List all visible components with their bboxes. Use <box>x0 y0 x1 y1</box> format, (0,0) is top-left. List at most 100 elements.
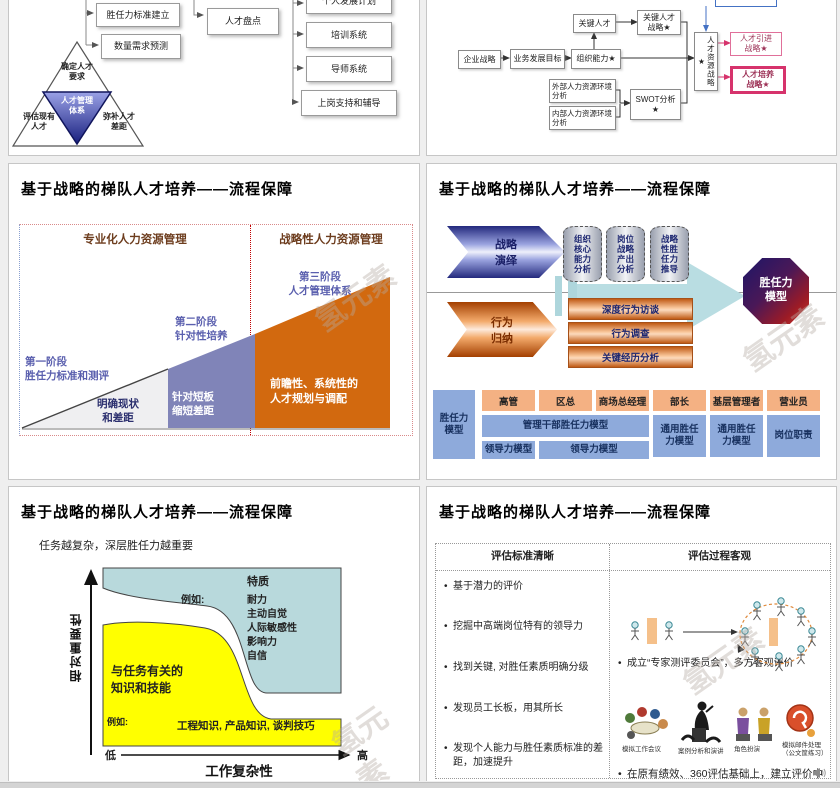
connector-lines <box>85 0 304 105</box>
orange-bar: 关键经历分析 <box>568 346 693 368</box>
column-header: 评估过程客观 <box>688 550 751 562</box>
slide-title: 基于战略的梯队人才培养——流程保障 <box>21 504 294 521</box>
slide-title: 基于战略的梯队人才培养——流程保障 <box>439 181 712 198</box>
knowledge-items: 工程知识, 产品知识, 谈判技巧 <box>177 720 315 732</box>
slide-thumbnail-2[interactable]: 企业战略 业务发展目标 组织能力★ 关键人才 关键人才 战略★ 外部人力资源环境… <box>426 0 837 156</box>
strategy-arrow: 战略 演绎 <box>447 226 565 278</box>
panel-header-left: 专业化人力资源管理 <box>83 234 187 246</box>
role-cell: 部长 <box>653 390 706 411</box>
roleplay-clipart-icon <box>736 707 772 741</box>
meeting-clipart-icon <box>625 707 668 739</box>
trait-title: 特质 <box>247 576 269 588</box>
model-cell: 通用胜任 力模型 <box>653 415 706 457</box>
header-divider <box>436 570 830 571</box>
flow-box: 关键人才 <box>573 14 616 33</box>
model-cell: 领导力模型 <box>482 441 535 459</box>
stage3-note: 前瞻性、系统性的 人才规划与调配 <box>270 378 358 406</box>
stage2-label: 第二阶段 针对性培养 <box>175 316 228 343</box>
x-axis-high-label: 高 <box>357 750 368 762</box>
flow-box: 人才盘点 <box>207 8 279 35</box>
talent-pyramid <box>11 40 145 147</box>
flow-box: 培训系统 <box>306 22 392 48</box>
pyramid-right-label: 弥补人才 差距 <box>103 112 135 132</box>
flow-box: 导师系统 <box>306 56 392 82</box>
y-axis-label: 相对重要性 <box>69 612 83 682</box>
model-cell: 领导力模型 <box>539 441 649 459</box>
model-row-label: 胜任力 模型 <box>433 390 475 459</box>
model-cell: 管理干部胜任力模型 <box>482 415 649 437</box>
role-cell: 区总 <box>539 390 592 411</box>
pyramid-left-label: 评估现有 人才 <box>23 112 55 132</box>
trait-item: 耐力 <box>247 595 267 606</box>
flow-box: 数量需求预测 <box>101 34 181 59</box>
orange-bar: 深度行为访谈 <box>568 298 693 320</box>
clipart-caption: 模拟工作会议 <box>622 746 661 753</box>
flow-box: SWOT分析 ★ <box>630 89 681 120</box>
cylinder-step: 组织 核心 能力 分析 <box>563 226 602 282</box>
big-teal-arrow <box>577 262 745 330</box>
x-axis-label: 工作复杂性 <box>205 764 273 779</box>
bullet-item: 基于潜力的评价 <box>444 580 611 594</box>
bullet-item: 发现个人能力与胜任素质标准的差距，加速提升 <box>444 742 613 769</box>
behavior-arrow: 行为 归纳 <box>447 302 557 357</box>
stage-chart-panel: 专业化人力资源管理 战略性人力资源管理 第一阶段 胜任力标准和测评 明确现状 和… <box>19 224 413 436</box>
flow-box-cutoff <box>715 0 777 7</box>
slide-thumbnail-5[interactable]: 基于战略的梯队人才培养——流程保障 任务越复杂，深层胜任力越重要 相对重要性 特… <box>8 486 420 781</box>
bottom-bar <box>0 782 840 788</box>
cylinder-step: 战略 性胜 任力 推导 <box>650 226 689 282</box>
trait-item: 主动自觉 <box>247 609 287 620</box>
role-cell: 基层管理者 <box>710 390 763 411</box>
flow-box: 关键人才 战略★ <box>637 10 681 35</box>
slide-title: 基于战略的梯队人才培养——流程保障 <box>439 504 712 521</box>
flow-box: 胜任力标准建立 <box>96 3 180 27</box>
clipart-caption: 模拟邮件处理（公文筐练习） <box>782 742 828 758</box>
flow-box: 企业战略 <box>458 50 501 69</box>
competency-octagon: 胜任力 模型 <box>743 258 809 324</box>
x-axis-low-label: 低 <box>105 750 116 762</box>
stage3-label: 第三阶段 人才管理体系 <box>288 271 352 298</box>
slide-thumbnail-1[interactable]: 胜任力标准建立 数量需求预测 人才盘点 个人发展计划 培训系统 导师系统 上岗支… <box>8 0 420 156</box>
role-cell: 高管 <box>482 390 535 411</box>
slide-thumbnail-6[interactable]: 基于战略的梯队人才培养——流程保障 评估标准清晰 评估过程客观 基于潜力的评价 … <box>426 486 837 781</box>
clipart-caption: 角色扮演 <box>734 746 760 753</box>
flow-box-pink-bold: 人才培养 战略★ <box>730 66 786 94</box>
assessment-committee-diagram <box>630 597 817 672</box>
mail-exercise-clipart-icon <box>786 704 815 737</box>
bullet-item: 挖掘中高端岗位特有的领导力 <box>444 620 611 634</box>
audio-icon[interactable] <box>813 768 826 778</box>
stage1-note: 明确现状 和差距 <box>97 398 139 425</box>
trait-item: 自信 <box>247 651 267 662</box>
bullet-item: 成立“专家测评委员会”，多方客观评价 <box>618 657 835 671</box>
bullet-item: 找到关键, 对胜任素质明确分级 <box>444 661 611 675</box>
pyramid-top-label: 确定人才 要求 <box>61 62 93 82</box>
slide-thumbnail-3[interactable]: 基于战略的梯队人才培养——流程保障 专业化人力资源管理 战略性人力资源管理 第一… <box>8 163 420 480</box>
role-cell: 商场总经理 <box>596 390 649 411</box>
stage2-note: 针对短板 缩短差距 <box>172 391 214 418</box>
slide-thumbnail-4[interactable]: 基于战略的梯队人才培养——流程保障 战略 演绎 组织 核心 能力 分析 岗位 战… <box>426 163 837 480</box>
flow-box: 业务发展目标 <box>510 49 565 69</box>
flow-box: 组织能力★ <box>571 49 621 69</box>
bullet-item: 在原有绩效、360评估基础上，建立评价中心，多维度科学评价人才 <box>618 767 836 782</box>
trait-item: 影响力 <box>247 637 277 648</box>
flow-box: 上岗支持和辅导 <box>301 90 397 116</box>
panel-divider <box>250 225 251 435</box>
teal-bar <box>568 276 577 316</box>
bullet-item: 发现员工长板，用其所长 <box>444 702 611 716</box>
orange-bar: 行为调查 <box>568 322 693 344</box>
column-header: 评估标准清晰 <box>491 550 554 562</box>
flow-box: 外部人力资源环境分析 <box>549 79 616 103</box>
evaluation-table: 评估标准清晰 评估过程客观 基于潜力的评价 挖掘中高端岗位特有的领导力 找到关键… <box>435 543 831 781</box>
flow-box-pink: 人才引进 战略★ <box>730 32 782 56</box>
pyramid-center-label: 人才管理 体系 <box>61 96 93 116</box>
flow-box: 内部人力资源环境分析 <box>549 106 616 130</box>
stage-triangle <box>21 277 390 430</box>
importance-chart <box>84 567 351 761</box>
slide-subtitle: 任务越复杂，深层胜任力越重要 <box>39 540 193 552</box>
stage1-label: 第一阶段 胜任力标准和测评 <box>25 356 109 383</box>
model-cell: 岗位职责 <box>767 415 820 457</box>
model-cell: 通用胜任 力模型 <box>710 415 763 457</box>
presentation-clipart-icon <box>680 701 722 744</box>
clipart-caption: 案例分析和演讲 <box>678 748 724 755</box>
trait-item: 人际敏感性 <box>247 623 297 634</box>
